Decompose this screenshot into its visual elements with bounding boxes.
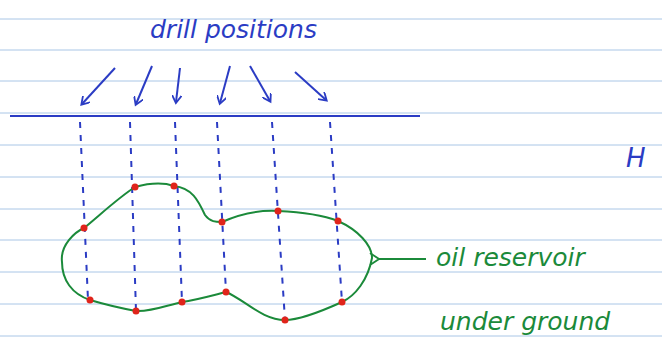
reservoir-pointer <box>378 258 426 260</box>
reservoir-outline <box>62 184 372 320</box>
height-label: H <box>626 144 646 173</box>
reservoir-label: oil reservoir <box>436 244 585 272</box>
drill-arrows <box>82 66 326 104</box>
intersection-dots <box>81 183 346 324</box>
ruled-lines <box>0 19 662 336</box>
drill-positions-label: drill positions <box>150 16 317 44</box>
underground-label: under ground <box>440 308 610 336</box>
surface-line <box>10 115 420 117</box>
